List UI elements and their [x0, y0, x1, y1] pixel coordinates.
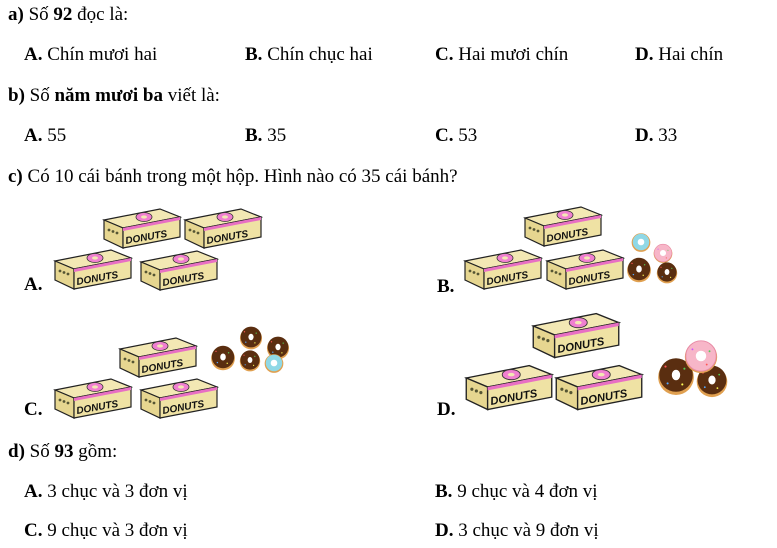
option-a-A[interactable]: A. Chín mươi hai — [24, 44, 157, 66]
option-key: C. — [435, 125, 454, 146]
option-text: Hai chín — [653, 44, 724, 65]
donut-box-icon: DONUTS — [524, 206, 602, 247]
option-d-C[interactable]: C. 9 chục và 3 đơn vị — [24, 520, 188, 542]
option-d-B[interactable]: B. 9 chục và 4 đơn vị — [435, 481, 598, 503]
donut-box-icon: DONUTS — [464, 249, 542, 290]
option-text: 35 — [262, 125, 287, 146]
donut-box-icon: DONUTS — [532, 312, 620, 359]
option-text: 9 chục và 4 đơn vị — [452, 481, 598, 502]
option-a-B[interactable]: B. Chín chục hai — [245, 44, 373, 66]
donut-box-icon: DONUTS — [140, 250, 218, 291]
text: Số — [24, 441, 55, 462]
option-key: B. — [245, 44, 263, 65]
donut-box-icon: DONUTS — [465, 364, 553, 411]
option-key: A. — [24, 481, 43, 502]
option-a-D[interactable]: D. Hai chín — [635, 44, 723, 66]
option-c-A[interactable]: A. — [24, 274, 42, 296]
option-key: A. — [24, 44, 43, 65]
option-text: 55 — [42, 125, 67, 146]
donut-box-icon: DONUTS — [103, 208, 181, 249]
option-key: D. — [635, 44, 654, 65]
donut-box-icon: DONUTS — [119, 337, 197, 378]
option-key: C. — [24, 399, 43, 420]
option-d-D[interactable]: D. 3 chục và 9 đơn vị — [435, 520, 599, 542]
option-text: 3 chục và 3 đơn vị — [42, 481, 188, 502]
donut-box-icon: DONUTS — [140, 378, 218, 419]
question-c: c) Có 10 cái bánh trong một hộp. Hình nà… — [8, 166, 458, 188]
option-text: 33 — [653, 125, 678, 146]
blue-donut-icon — [630, 231, 652, 253]
chocolate-donut-icon — [650, 260, 684, 284]
question-label: a) — [8, 4, 24, 25]
option-key: C. — [435, 44, 454, 65]
question-d: d) Số 93 gồm: — [8, 441, 117, 463]
option-text: Chín chục hai — [262, 44, 373, 65]
option-key: C. — [24, 520, 43, 541]
option-d-A[interactable]: A. 3 chục và 3 đơn vị — [24, 481, 188, 503]
option-b-A[interactable]: A. 55 — [24, 125, 66, 147]
option-key: D. — [437, 399, 456, 420]
text: Có 10 cái bánh trong một hộp. Hình nào c… — [22, 166, 458, 187]
text: Số — [24, 85, 55, 106]
option-a-C[interactable]: C. Hai mươi chín — [435, 44, 568, 66]
donut-box-icon: DONUTS — [54, 249, 132, 290]
blue-donut-icon — [262, 352, 286, 374]
option-text: Hai mươi chín — [453, 44, 569, 65]
text: viết là: — [162, 85, 220, 106]
option-key: B. — [437, 276, 455, 297]
question-b: b) Số năm mươi ba viết là: — [8, 85, 220, 107]
option-key: A. — [24, 274, 43, 295]
option-key: B. — [435, 481, 453, 502]
option-b-B[interactable]: B. 35 — [245, 125, 286, 147]
chocolate-donut-icon — [625, 254, 653, 284]
option-b-D[interactable]: D. 33 — [635, 125, 677, 147]
question-label: b) — [8, 85, 25, 106]
chocolate-donut-icon — [208, 343, 238, 371]
pink-donut-icon — [682, 337, 720, 375]
text: đọc là: — [72, 4, 129, 25]
chocolate-donut-icon — [235, 348, 265, 372]
option-key: D. — [435, 520, 454, 541]
number: 93 — [54, 441, 74, 462]
donut-box-icon: DONUTS — [54, 378, 132, 419]
option-text: 9 chục và 3 đơn vị — [42, 520, 188, 541]
option-c-D[interactable]: D. — [437, 399, 455, 421]
donut-box-icon: DONUTS — [555, 364, 643, 411]
option-text: 53 — [453, 125, 478, 146]
option-text: 3 chục và 9 đơn vị — [453, 520, 599, 541]
option-key: A. — [24, 125, 43, 146]
question-a: a) Số 92 đọc là: — [8, 4, 128, 26]
number-words: năm mươi ba — [54, 85, 163, 106]
number: 92 — [53, 4, 73, 25]
option-b-C[interactable]: C. 53 — [435, 125, 477, 147]
text: Số — [23, 4, 54, 25]
donut-box-icon: DONUTS — [546, 249, 624, 290]
option-key: B. — [245, 125, 263, 146]
text: gồm: — [73, 441, 118, 462]
option-c-C[interactable]: C. — [24, 399, 42, 421]
option-text: Chín mươi hai — [42, 44, 158, 65]
question-label: c) — [8, 166, 23, 187]
option-c-B[interactable]: B. — [437, 276, 454, 298]
option-key: D. — [635, 125, 654, 146]
question-label: d) — [8, 441, 25, 462]
donut-box-icon: DONUTS — [184, 208, 262, 249]
